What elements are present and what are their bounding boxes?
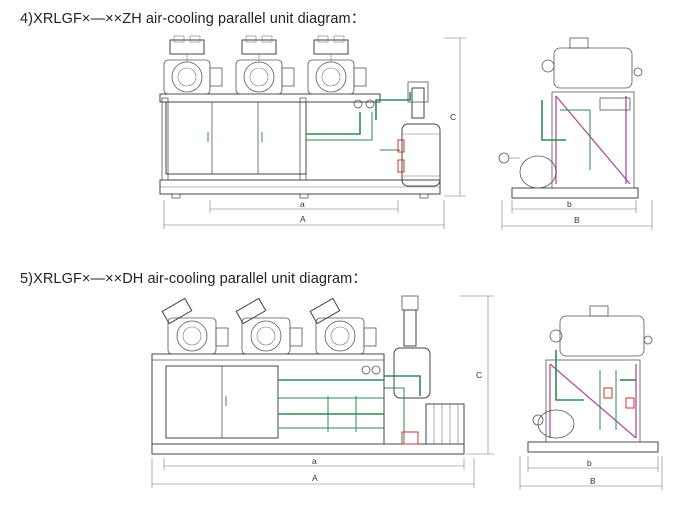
dim-B-label: B — [574, 215, 580, 225]
dim-a-label: a — [300, 199, 305, 209]
dim-a-label: a — [312, 456, 317, 466]
compressor-2 — [235, 35, 295, 95]
compressor-3 — [309, 297, 377, 355]
dim-b-label: b — [567, 199, 572, 209]
dim-A-label: A — [312, 473, 318, 483]
receiver — [393, 295, 431, 445]
dim-C-label: C — [450, 112, 456, 122]
diagram4-side-view: b B — [498, 37, 653, 230]
dim-B-label: B — [590, 476, 596, 486]
dim-C-label: C — [476, 370, 482, 380]
compressor-1 — [163, 35, 223, 95]
diagram5-title: 5)XRLGF×—××DH air-cooling parallel unit … — [20, 271, 367, 287]
diagram5-side-view: b B — [519, 305, 663, 490]
oil-separator — [397, 81, 441, 187]
compressor-3 — [307, 35, 367, 95]
compressor-1 — [161, 297, 229, 355]
dim-A-label: A — [300, 214, 306, 224]
diagram5-front-view: a A C — [151, 295, 494, 488]
dim-b-label: b — [587, 458, 592, 468]
compressor-2 — [235, 297, 303, 355]
diagram4-title: 4)XRLGF×—××ZH air-cooling parallel unit … — [20, 11, 366, 27]
diagram4-front-view: a A C — [159, 35, 466, 229]
condenser — [425, 403, 465, 445]
